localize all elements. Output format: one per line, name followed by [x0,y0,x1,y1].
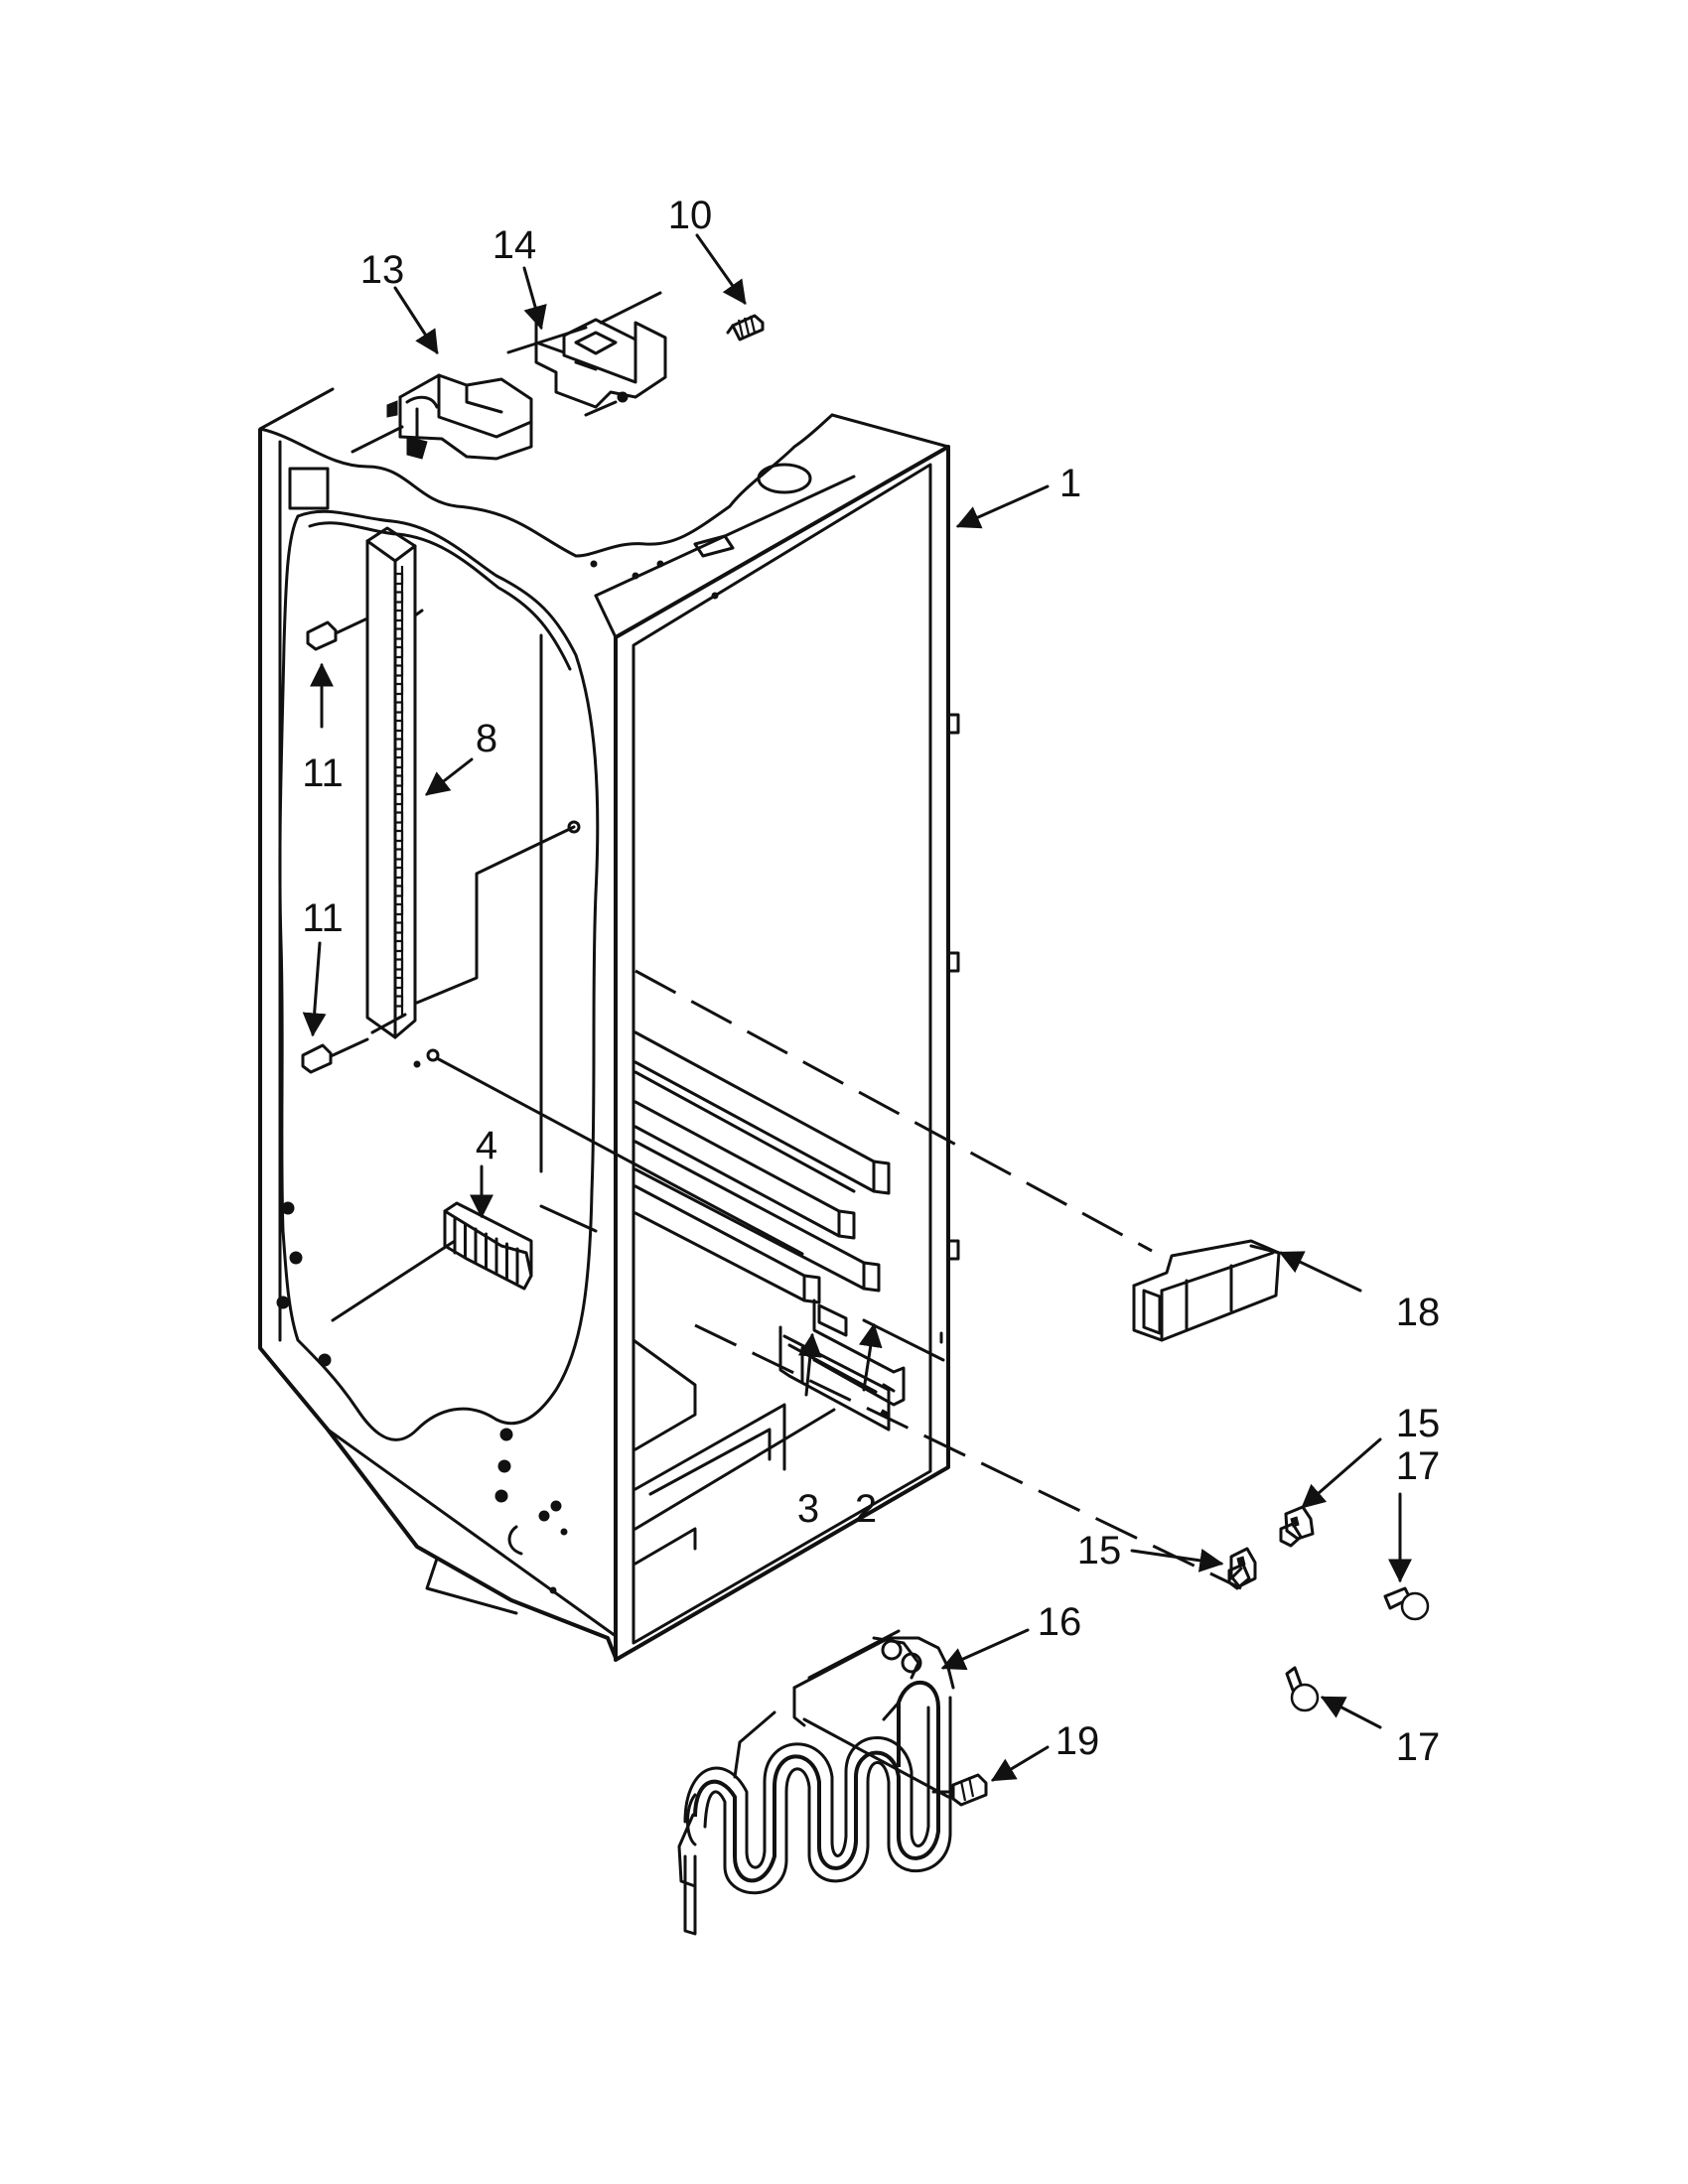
callout-1: 1 [1059,462,1081,505]
rail-slot [393,645,404,659]
rail-slots [393,572,404,1008]
callout-arrows [302,233,1412,1782]
shelf-rails [633,1030,891,1304]
rail-slot [393,939,404,953]
part-16-evaporator [677,1629,955,1936]
callout-13: 13 [360,248,405,292]
callout-11-upper: 11 [302,751,344,795]
cabinet-liner [258,387,960,1662]
part-15-clips [1227,1505,1315,1590]
arrow-17b [1320,1696,1382,1729]
rail-slot [393,572,404,586]
callout-18: 18 [1396,1291,1441,1334]
part-8-rail [365,526,417,1039]
arrow-1 [955,484,1050,529]
rail-slot [393,921,404,934]
rail-slot [393,829,404,843]
rail-slot [393,811,404,824]
rail-slot [393,792,404,806]
callout-19: 19 [1055,1719,1100,1763]
rail-slot [393,902,404,916]
rail-slot [393,719,404,733]
arrow-13 [393,286,439,355]
callout-15-upper: 15 [1396,1402,1441,1445]
rail-slot [393,664,404,677]
part-18-duct [1132,1239,1281,1342]
arrow-14 [522,266,547,331]
callout-17-upper: 17 [1396,1444,1441,1488]
callout-10: 10 [668,194,713,237]
callout-11-lower: 11 [302,896,344,940]
rail-slot [393,774,404,787]
callout-4: 4 [476,1124,497,1167]
rail-slot [393,627,404,640]
arrow-19 [990,1745,1050,1782]
arrow-15a [1301,1437,1382,1509]
rail-slot [393,591,404,604]
arrow-3 [797,1332,822,1397]
callout-8: 8 [476,717,497,760]
arrow-11b [302,941,327,1037]
callout-14: 14 [492,223,537,267]
leader-lines [413,820,1243,1590]
callout-3: 3 [797,1487,819,1531]
part-10-screw [726,314,765,341]
callout-15-lower: 15 [1077,1529,1122,1572]
arrow-15b [1130,1549,1224,1572]
rail-slot [393,995,404,1008]
part-11-screws [301,609,424,1074]
rail-slot [393,701,404,714]
rail-slot [393,738,404,751]
arrow-10 [695,233,747,305]
callout-2: 2 [855,1487,877,1531]
part-19-screw [931,1773,988,1807]
rail-slot [393,609,404,622]
arrow-16 [940,1628,1030,1671]
callout-17-lower: 17 [1396,1725,1441,1769]
rail-slot [393,958,404,971]
part-17-plugs [1285,1586,1430,1712]
callout-labels: 1 2 3 4 8 10 11 11 13 14 15 17 15 16 17 … [302,194,1440,1769]
part-14-bracket [506,291,667,417]
callout-16: 16 [1038,1600,1082,1644]
rail-slot [393,848,404,861]
arrow-18 [1278,1251,1362,1293]
rail-slot [393,976,404,990]
part-4-vent [443,1201,533,1291]
arrow-2 [858,1322,883,1392]
rail-slot [393,885,404,897]
arrow-8 [425,757,474,796]
rail-slot [393,866,404,880]
rail-slot [393,755,404,769]
rail-slot [393,682,404,696]
part-13-module [351,373,533,461]
parts-2-3-brackets [778,1298,906,1432]
